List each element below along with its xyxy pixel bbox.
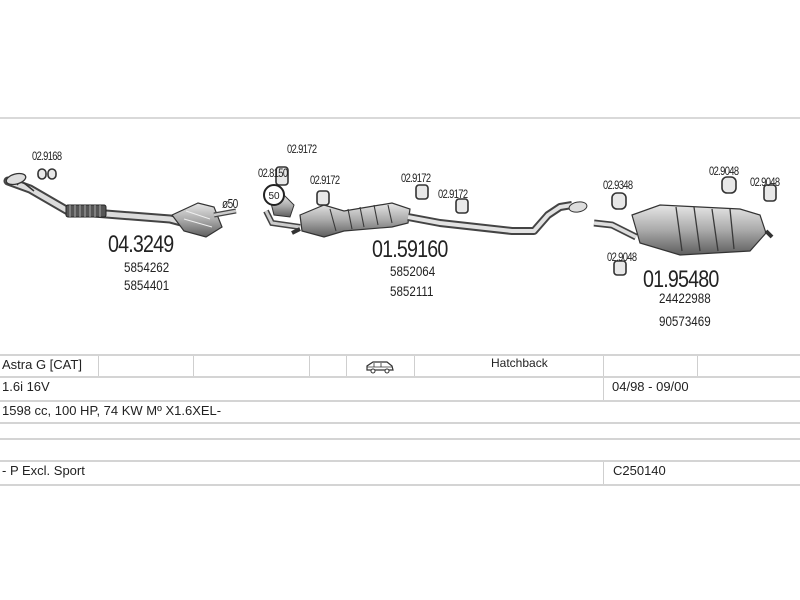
catalog-code: C250140 xyxy=(613,463,666,478)
vehicle-engine: 1.6i 16V xyxy=(2,379,50,394)
oem-number-0a: 5854262 xyxy=(124,260,170,275)
vehicle-specs: 1598 cc, 100 HP, 74 KW Mº X1.6XEL- xyxy=(2,403,222,418)
table-row-specs: 1598 cc, 100 HP, 74 KW Mº X1.6XEL- xyxy=(0,400,800,422)
table-row-variant: - P Excl. Sport C250140 xyxy=(0,460,800,484)
oem-number-1b: 5852111 xyxy=(390,284,434,299)
front-pipe-catalytic-converter xyxy=(3,172,237,238)
part-label-1: 02.9172 xyxy=(287,142,317,156)
oem-number-0b: 5854401 xyxy=(124,278,170,293)
oem-number-2a: 24422988 xyxy=(659,291,711,306)
car-body-icon xyxy=(366,361,394,374)
part-label-9: 02.9048 xyxy=(607,250,637,264)
table-row-empty-2 xyxy=(0,438,800,460)
table-row-empty-1 xyxy=(0,422,800,444)
pipe-diameter-label: ø50 xyxy=(222,196,238,211)
table-row-engine: 1.6i 16V 04/98 - 09/00 xyxy=(0,376,800,400)
part-label-6: 02.9348 xyxy=(603,178,633,192)
rear-silencer xyxy=(593,204,774,256)
part-number-2: 01.95480 xyxy=(643,266,719,293)
part-label-5: 02.9172 xyxy=(438,187,468,201)
oem-number-1a: 5852064 xyxy=(390,264,436,279)
part-label-2: 02.8150 xyxy=(258,166,288,180)
part-label-3: 02.9172 xyxy=(310,173,340,187)
table-bottom xyxy=(0,484,800,506)
middle-silencer-assembly xyxy=(263,194,588,238)
exhaust-system-diagram: 50 xyxy=(3,166,777,276)
part-number-0: 04.3249 xyxy=(108,231,174,258)
rubber-mounts xyxy=(37,166,777,276)
vehicle-body-type: Hatchback xyxy=(491,356,548,370)
part-label-0: 02.9168 xyxy=(32,149,62,163)
oem-number-2b: 90573469 xyxy=(659,314,711,329)
part-label-8: 02.9048 xyxy=(750,175,780,189)
part-label-7: 02.9048 xyxy=(709,164,739,178)
clamp-size-marker: 50 xyxy=(268,191,280,202)
vehicle-period: 04/98 - 09/00 xyxy=(612,379,689,394)
diagram-top-border xyxy=(0,117,800,119)
vehicle-model: Astra G [CAT] xyxy=(2,357,82,372)
part-label-4: 02.9172 xyxy=(401,171,431,185)
part-number-1: 01.59160 xyxy=(372,236,448,263)
clamp: 50 xyxy=(263,184,285,206)
vehicle-variant: - P Excl. Sport xyxy=(2,463,85,478)
table-row-model: Astra G [CAT] Hatchback xyxy=(0,354,800,378)
